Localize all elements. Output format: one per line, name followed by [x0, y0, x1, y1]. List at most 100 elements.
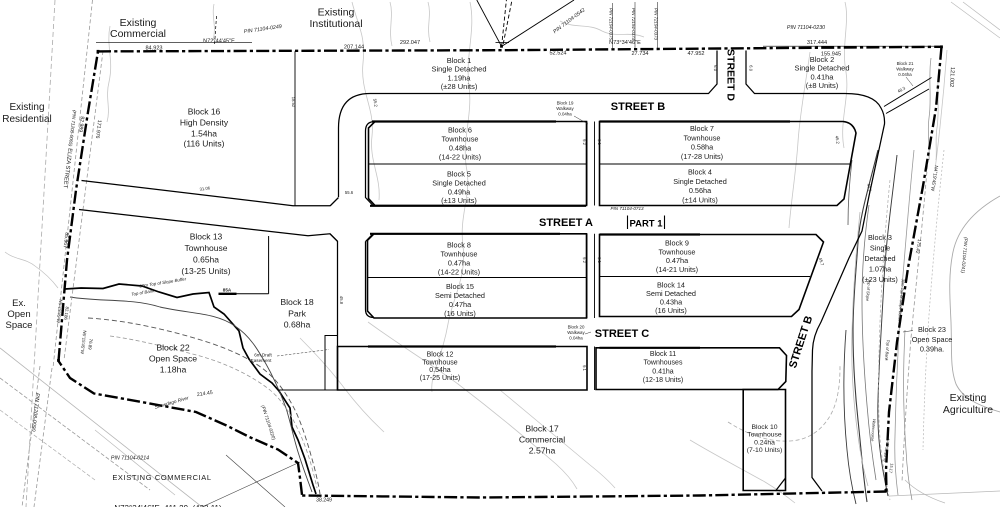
svg-text:0.54ha: 0.54ha [429, 367, 451, 374]
svg-text:Easement: Easement [251, 358, 272, 363]
svg-text:82.186: 82.186 [63, 306, 70, 320]
svg-text:(14-22 Units): (14-22 Units) [439, 153, 481, 162]
svg-text:0.04ha: 0.04ha [569, 336, 583, 341]
svg-text:Top of Bank: Top of Bank [884, 339, 891, 362]
svg-text:Townhouse: Townhouse [442, 135, 479, 144]
svg-text:9.2: 9.2 [582, 257, 587, 264]
svg-text:Block 16: Block 16 [188, 107, 221, 117]
svg-text:76.89: 76.89 [87, 338, 93, 350]
svg-text:(14-22 Units): (14-22 Units) [438, 268, 480, 277]
svg-text:Block 23: Block 23 [918, 325, 946, 334]
svg-text:Block 8: Block 8 [447, 241, 471, 250]
svg-text:Block 7: Block 7 [690, 124, 714, 133]
svg-text:27.734: 27.734 [631, 51, 648, 57]
svg-text:Block 11: Block 11 [650, 351, 676, 358]
svg-text:Block 6: Block 6 [448, 126, 472, 135]
svg-text:0.04ha: 0.04ha [558, 112, 572, 117]
svg-text:PIN 71208-0090: PIN 71208-0090 [30, 393, 41, 432]
svg-text:0.43ha: 0.43ha [660, 297, 683, 306]
svg-text:2.57ha: 2.57ha [529, 446, 556, 456]
svg-text:0.47ha: 0.47ha [448, 259, 471, 268]
svg-text:31.06: 31.06 [199, 185, 211, 191]
svg-text:55.6: 55.6 [345, 190, 354, 195]
svg-text:Block 19: Block 19 [557, 101, 574, 106]
svg-text:175.42: 175.42 [914, 238, 922, 254]
svg-text:Block 12: Block 12 [427, 352, 454, 359]
svg-text:Commercial: Commercial [519, 435, 565, 445]
svg-text:48.3: 48.3 [897, 85, 907, 94]
svg-text:ELIZA STREET: ELIZA STREET [62, 148, 73, 189]
svg-text:Single Detached: Single Detached [431, 65, 486, 74]
svg-text:Block 21: Block 21 [897, 61, 914, 66]
svg-text:292.047: 292.047 [400, 40, 420, 46]
svg-text:Existing: Existing [318, 7, 355, 19]
svg-text:Block 2: Block 2 [810, 55, 835, 64]
svg-text:Block 17: Block 17 [525, 424, 558, 434]
svg-text:171.976: 171.976 [94, 119, 102, 138]
svg-text:38.249: 38.249 [316, 498, 332, 504]
svg-text:Block 13: Block 13 [190, 232, 223, 242]
svg-text:Single Detached: Single Detached [794, 64, 849, 73]
svg-text:(±13 Units): (±13 Units) [441, 196, 477, 205]
svg-text:PIN 71104-0249: PIN 71104-0249 [244, 24, 283, 35]
svg-text:1.54ha: 1.54ha [191, 129, 217, 139]
svg-text:Block 5: Block 5 [447, 170, 471, 179]
svg-text:0.58ha: 0.58ha [691, 143, 714, 152]
svg-text:PART 1: PART 1 [629, 219, 663, 230]
svg-text:(PIN 71208-0005): (PIN 71208-0005) [68, 110, 77, 147]
svg-text:55.2: 55.2 [372, 98, 378, 108]
svg-text:(17-25 Units): (17-25 Units) [420, 375, 460, 382]
svg-text:N4°19'45"W: N4°19'45"W [929, 165, 939, 192]
svg-text:Block 3: Block 3 [868, 233, 892, 242]
svg-text:0.68ha: 0.68ha [284, 320, 311, 330]
svg-text:45.8: 45.8 [339, 296, 344, 305]
svg-text:Detached: Detached [864, 254, 895, 263]
svg-text:Top of Slope: Top of Slope [865, 279, 872, 302]
svg-text:Space: Space [6, 320, 33, 331]
svg-text:Block 9: Block 9 [665, 239, 689, 248]
svg-text:0.41ha: 0.41ha [652, 368, 674, 375]
svg-text:317.444: 317.444 [807, 40, 827, 46]
svg-text:Townhouse: Townhouse [184, 243, 227, 253]
svg-text:Townhouse: Townhouse [441, 250, 478, 259]
svg-text:45.2: 45.2 [834, 135, 840, 145]
svg-text:85A: 85A [223, 288, 232, 293]
svg-text:6.0: 6.0 [713, 65, 718, 72]
svg-text:Block 22: Block 22 [156, 343, 189, 353]
svg-text:(±23 Units): (±23 Units) [862, 275, 898, 284]
svg-text:15.17: 15.17 [888, 463, 895, 474]
svg-text:(14-21 Units): (14-21 Units) [656, 265, 698, 274]
svg-text:6.0: 6.0 [748, 65, 753, 72]
svg-text:N73°34'46"E 411.29 (432.11): N73°34'46"E 411.29 (432.11) [114, 504, 222, 507]
svg-text:Walkway: Walkway [896, 67, 914, 72]
svg-text:(116 Units): (116 Units) [184, 139, 225, 149]
svg-text:0.24ha: 0.24ha [754, 439, 775, 446]
svg-text:(7-10 Units): (7-10 Units) [747, 447, 783, 454]
svg-text:Existing: Existing [950, 392, 987, 404]
svg-text:(PIN 71104-0241): (PIN 71104-0241) [960, 237, 968, 274]
svg-text:Semi Detached: Semi Detached [646, 289, 696, 298]
svg-text:Watercourse: Watercourse [870, 419, 877, 443]
svg-text:1.18ha: 1.18ha [160, 365, 187, 375]
svg-text:Townhouse: Townhouse [422, 359, 458, 366]
svg-text:Open: Open [7, 309, 30, 320]
svg-text:Single Detached: Single Detached [432, 179, 486, 188]
svg-text:Open Space: Open Space [912, 335, 953, 344]
svg-text:0.39ha.: 0.39ha. [920, 344, 944, 353]
svg-text:6m Draft: 6m Draft [254, 353, 272, 358]
svg-text:(±28 Units): (±28 Units) [441, 82, 478, 91]
svg-text:Block 14: Block 14 [657, 280, 685, 289]
svg-text:(16 Units): (16 Units) [655, 306, 687, 315]
svg-text:214.45: 214.45 [197, 390, 214, 398]
svg-text:Block 4: Block 4 [688, 168, 712, 177]
svg-text:PIN 72194-0374: PIN 72194-0374 [631, 8, 636, 41]
svg-text:0.47ha: 0.47ha [666, 256, 689, 265]
svg-text:Commercial: Commercial [110, 28, 166, 40]
svg-text:Park: Park [288, 309, 307, 319]
svg-text:High Density: High Density [180, 118, 229, 128]
svg-text:(13-25 Units): (13-25 Units) [181, 266, 230, 276]
svg-text:PIN 71104-0214: PIN 71104-0214 [111, 456, 149, 462]
svg-text:0.48ha: 0.48ha [449, 144, 472, 153]
svg-text:Townhouses: Townhouses [644, 360, 683, 367]
svg-text:PIN 72194-0373: PIN 72194-0373 [654, 8, 659, 41]
